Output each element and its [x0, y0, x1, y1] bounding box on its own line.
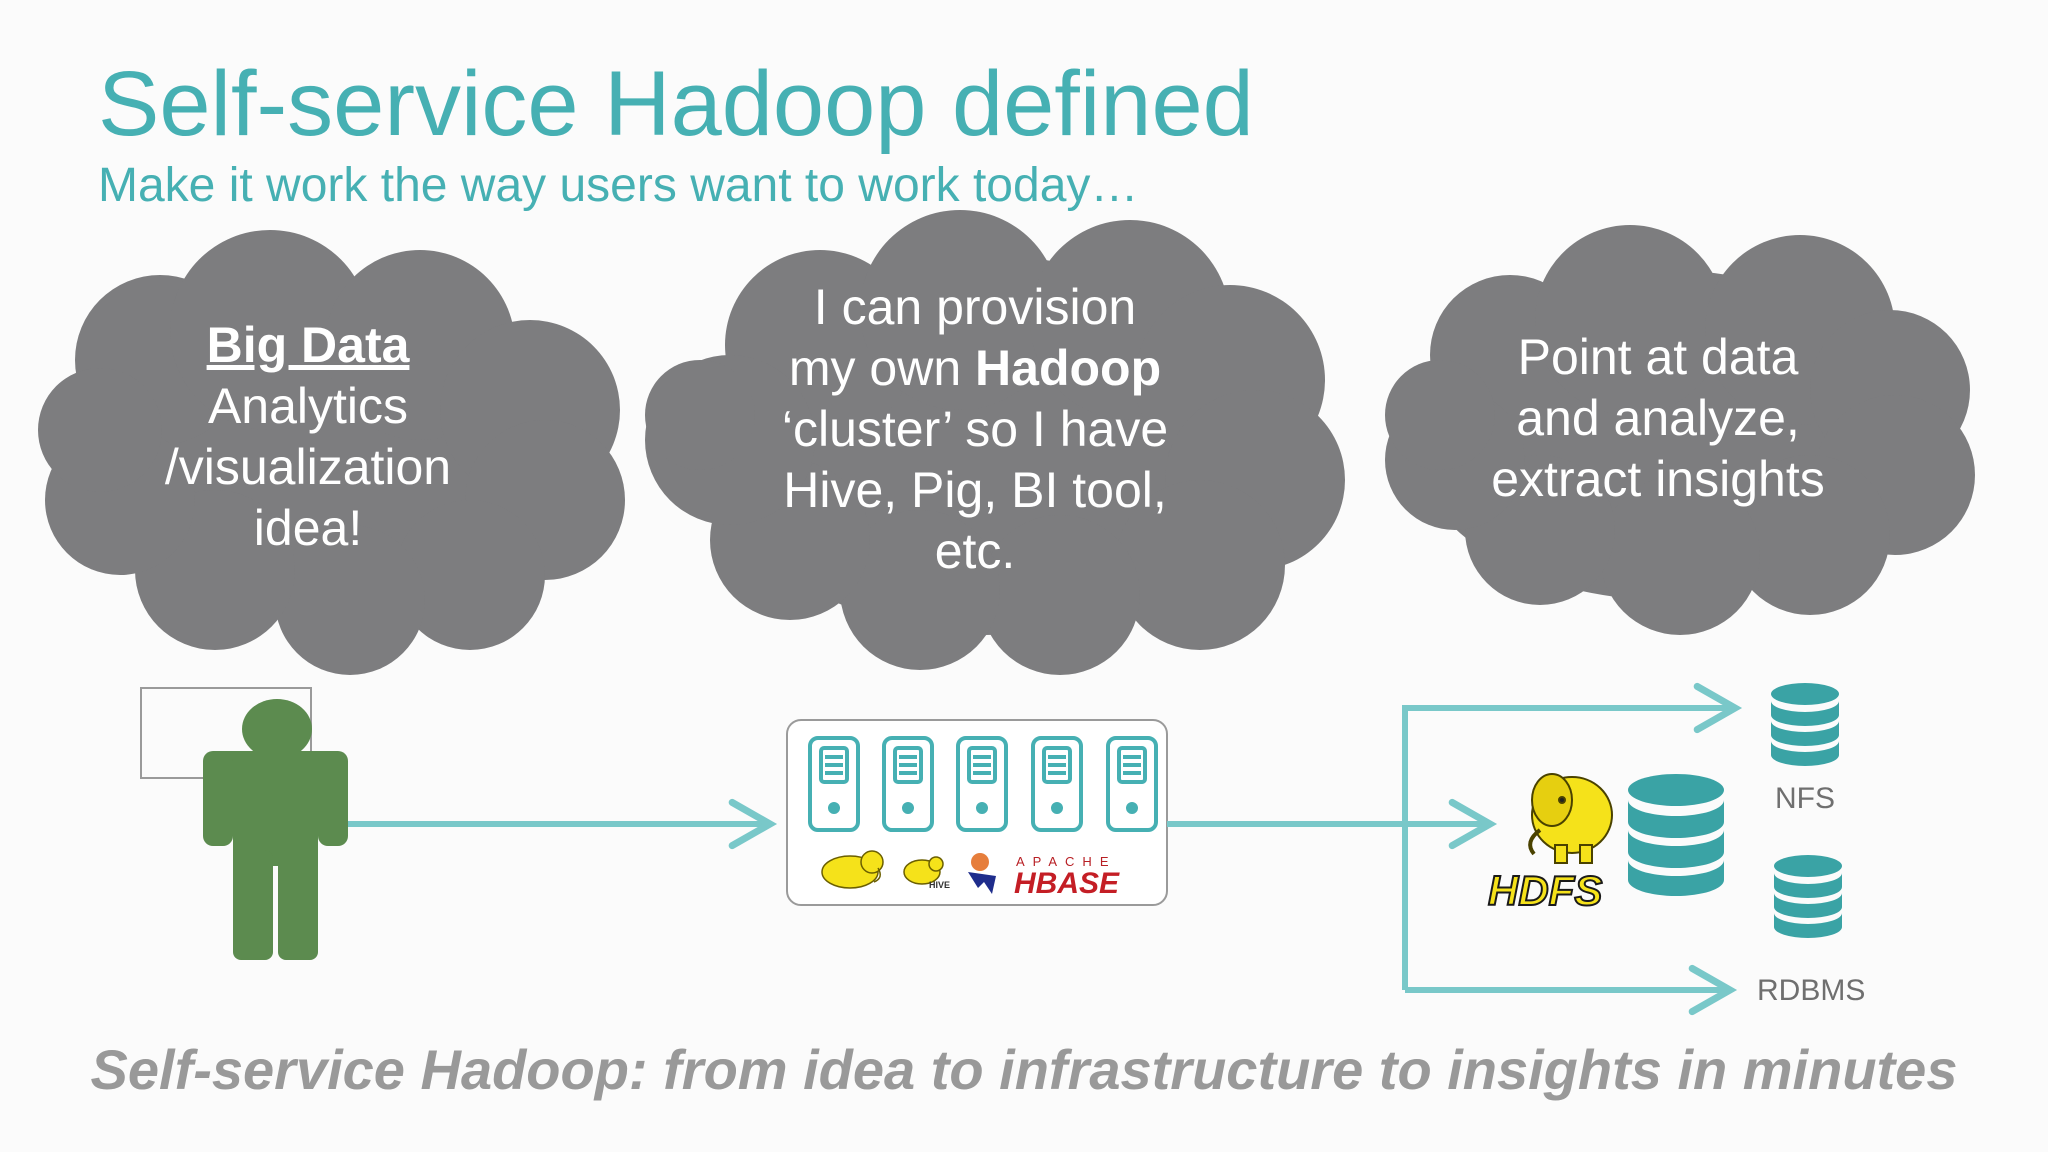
server-icon: [1106, 736, 1158, 832]
cloud-idea: [38, 230, 625, 675]
hive-logo-text: HIVE: [929, 880, 950, 890]
pig-icon: [968, 853, 996, 894]
server-icon: [882, 736, 934, 832]
rdbms-label: RDBMS: [1757, 974, 1866, 1007]
cloud-provision-text: I can provision my own Hadoop ‘cluster’ …: [750, 277, 1200, 582]
database-icon-rdbms: [1774, 855, 1842, 938]
cloud-idea-line: Analytics: [207, 378, 409, 434]
hdfs-elephant-icon: [1528, 773, 1613, 864]
cloud-provision-line: etc.: [934, 523, 1016, 579]
cloud-provision: [645, 210, 1345, 675]
hbase-logo: HBASE: [1014, 867, 1120, 900]
cloud-provision-line: Hive, Pig, BI tool,: [783, 462, 1167, 518]
server-icons: [808, 736, 1158, 832]
footer-tagline: Self-service Hadoop: from idea to infras…: [90, 1038, 1958, 1101]
hdfs-logo: HDFS: [1488, 867, 1602, 914]
database-icon-nfs: [1771, 683, 1839, 766]
cloud-provision-line: my own: [788, 340, 976, 396]
cloud-insights-line: and analyze,: [1516, 390, 1800, 446]
nfs-label: NFS: [1775, 782, 1835, 815]
cloud-insights-line: extract insights: [1491, 451, 1825, 507]
server-icon: [956, 736, 1008, 832]
server-icon: [1031, 736, 1083, 832]
hadoop-elephant-icon: [821, 850, 884, 889]
cloud-provision-bold: Hadoop: [975, 340, 1162, 396]
cloud-idea-heading: Big Data: [206, 317, 410, 373]
apache-small-logo: APACHE: [1016, 854, 1117, 869]
cloud-idea-line: idea!: [253, 500, 363, 556]
cloud-insights: [1385, 225, 1975, 635]
cloud-insights-line: Point at data: [1517, 329, 1799, 385]
page-subtitle: Make it work the way users want to work …: [98, 159, 1139, 212]
cloud-idea-line: /visualization: [164, 439, 452, 495]
cloud-idea-text: Big Data Analytics /visualization idea!: [108, 315, 508, 559]
hive-icon: [903, 856, 944, 885]
server-icon: [808, 736, 860, 832]
cloud-provision-line: I can provision: [813, 279, 1137, 335]
cloud-provision-line: ‘cluster’ so I have: [781, 401, 1169, 457]
cloud-insights-text: Point at data and analyze, extract insig…: [1458, 327, 1858, 510]
database-icon-hdfs: [1628, 774, 1724, 896]
person-icon: [203, 699, 348, 960]
arrow-to-nfs: [1402, 682, 1743, 990]
page-title: Self-service Hadoop defined: [98, 53, 1254, 155]
